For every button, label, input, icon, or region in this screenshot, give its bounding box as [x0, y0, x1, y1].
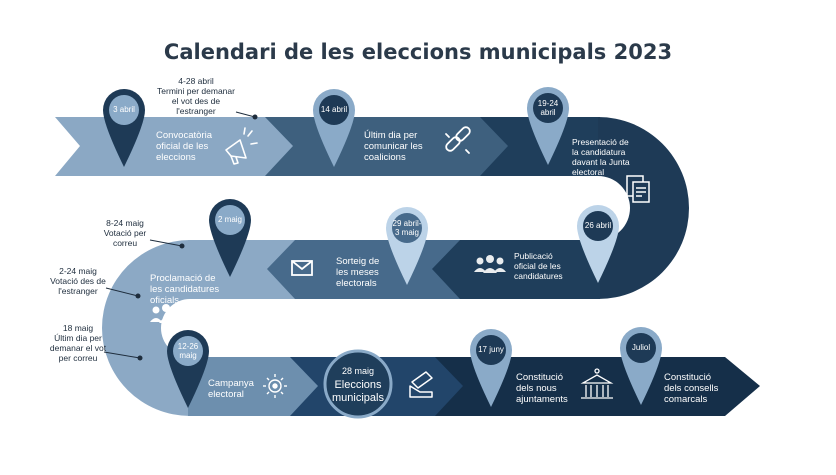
pin-9 — [470, 329, 512, 407]
election-label: Eleccions municipals — [332, 379, 384, 404]
pin-3 — [527, 87, 569, 165]
road-curve-right — [598, 117, 689, 299]
pin-date-10: Juliol — [631, 343, 651, 352]
pin-10 — [620, 327, 662, 405]
ballot-hand-icon — [409, 371, 433, 398]
pin-date-4: 26 abril — [584, 221, 612, 230]
event-label-10: Constitució dels consells comarcals — [664, 372, 719, 405]
event-label-2: Últim dia per comunicar les coalicions — [364, 130, 423, 163]
people-icon — [474, 255, 506, 273]
pin-date-2: 14 abril — [320, 105, 348, 114]
note-dot-3 — [135, 293, 141, 299]
pin-1 — [103, 89, 145, 167]
road-segment-6 — [188, 240, 295, 299]
note-1: 4-28 abril Termini per demanar el vot de… — [157, 76, 235, 116]
pin-date-3: 19-24 abril — [537, 99, 559, 117]
event-label-6: Proclamació de les candidatures oficials — [150, 273, 220, 306]
note-line-2 — [149, 239, 183, 247]
pin-2 — [313, 89, 355, 167]
election-day-circle — [323, 349, 393, 419]
note-2: 8-24 maig Votació per correu — [103, 218, 147, 248]
road-curve-left — [102, 240, 190, 416]
road-segment-4 — [427, 240, 600, 299]
event-label-5: Sorteig de les meses electorals — [336, 256, 380, 289]
link-icon — [445, 126, 471, 154]
event-label-4: Publicació oficial de les candidatures — [514, 251, 563, 281]
pin-4 — [577, 205, 619, 283]
event-label-1: Convocatòria oficial de les eleccions — [156, 130, 212, 163]
election-date: 28 maig — [341, 366, 375, 376]
documents-icon — [626, 175, 650, 203]
campaign-icon — [263, 374, 287, 398]
pin-6 — [209, 199, 251, 277]
pin-date-5: 29 abril- 3 maig — [392, 219, 422, 237]
road-segment-7 — [188, 357, 323, 416]
envelope-icon — [291, 260, 313, 276]
town-hall-icon — [580, 368, 614, 399]
note-dot-2 — [179, 243, 185, 249]
note-4: 18 maig Últim dia per demanar el vot per… — [49, 323, 107, 363]
pin-date-7: 12-26 maig — [177, 342, 199, 360]
note-line-3 — [105, 287, 139, 297]
event-label-3: Presentació de la candidatura davant la … — [572, 137, 630, 177]
pin-date-6: 2 maig — [217, 215, 242, 224]
megaphone-icon — [225, 127, 258, 165]
note-dot-4 — [137, 355, 143, 361]
group-icon — [150, 304, 182, 323]
event-label-9: Constitució dels nous ajuntaments — [516, 372, 568, 405]
pin-date-9: 17 juny — [478, 345, 504, 354]
note-line-4 — [103, 351, 141, 359]
event-label-7: Campanya electoral — [208, 378, 254, 400]
page-title: Calendari de les eleccions municipals 20… — [163, 40, 673, 64]
note-dot-1 — [252, 114, 258, 120]
pin-7 — [167, 330, 209, 408]
note-3: 2-24 maig Votació des de l'estranger — [50, 266, 106, 296]
pin-date-1: 3 abril — [113, 105, 135, 114]
pin-5 — [386, 207, 428, 285]
note-line-1 — [235, 111, 256, 118]
